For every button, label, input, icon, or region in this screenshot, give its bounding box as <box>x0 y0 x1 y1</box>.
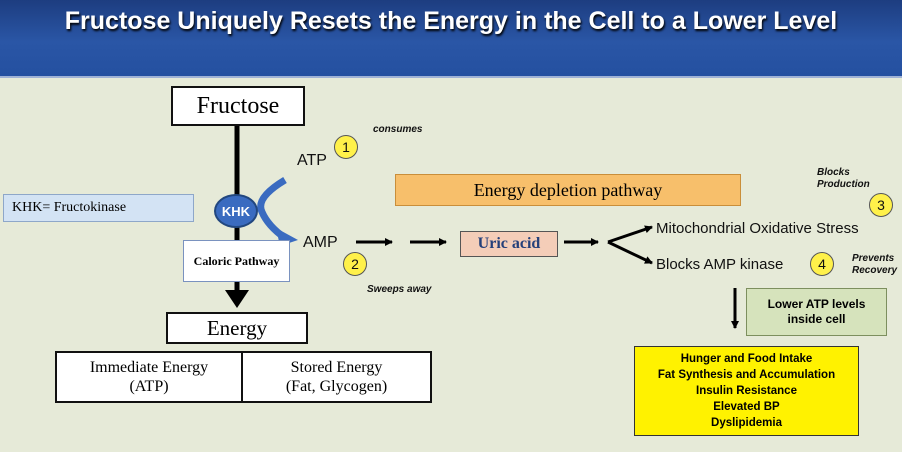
energy-depletion-box: Energy depletion pathway <box>395 174 741 206</box>
fructose-label: Fructose <box>196 92 280 119</box>
effect-item: Insulin Resistance <box>696 385 797 397</box>
khk-label: KHK <box>221 203 251 219</box>
caloric-pathway-label: Caloric Pathway <box>193 253 280 268</box>
uric-acid-box: Uric acid <box>460 231 558 257</box>
consumes-label: consumes <box>373 124 423 135</box>
amp-label: AMP <box>303 234 338 251</box>
health-effects-box: Hunger and Food Intake Fat Synthesis and… <box>634 346 859 436</box>
effect-item: Hunger and Food Intake <box>680 353 813 365</box>
energy-depletion-label: Energy depletion pathway <box>473 179 663 200</box>
energy-label: Energy <box>206 315 268 340</box>
step-badge-2: 2 <box>343 252 367 276</box>
blocks-amp-label: Blocks AMP kinase <box>656 256 784 273</box>
stored-energy-box: Stored Energy (Fat, Glycogen) <box>241 351 432 403</box>
lower-atp-label: Lower ATP levels inside cell <box>767 297 866 326</box>
uric-acid-label: Uric acid <box>477 235 541 252</box>
slide-title: Fructose Uniquely Resets the Energy in t… <box>64 7 838 35</box>
effect-item: Dyslipidemia <box>711 417 782 429</box>
caloric-pathway-box: Caloric Pathway <box>183 240 290 282</box>
fructose-box: Fructose <box>171 86 305 126</box>
khk-enzyme-circle: KHK <box>214 194 258 228</box>
khk-definition-label: KHK= Fructokinase <box>12 200 127 215</box>
mito-stress-label: Mitochondrial Oxidative Stress <box>656 220 859 237</box>
khk-definition-box: KHK= Fructokinase <box>3 194 194 222</box>
step-badge-4: 4 <box>810 252 834 276</box>
title-bar <box>0 0 902 76</box>
step-badge-1: 1 <box>334 135 358 159</box>
effect-item: Elevated BP <box>713 401 780 413</box>
prevents-recovery-label: Prevents Recovery <box>852 253 898 276</box>
effect-item: Fat Synthesis and Accumulation <box>657 369 836 381</box>
energy-down-arrowhead <box>225 290 249 308</box>
lower-atp-box: Lower ATP levels inside cell <box>746 288 887 336</box>
immediate-energy-box: Immediate Energy (ATP) <box>55 351 243 403</box>
energy-box: Energy <box>166 312 308 344</box>
atp-to-amp-curve <box>257 176 288 241</box>
step-badge-3: 3 <box>869 193 893 217</box>
fork-lower-arrow <box>607 240 653 265</box>
stored-energy-label: Stored Energy (Fat, Glycogen) <box>285 359 388 395</box>
atp-label: ATP <box>297 152 327 169</box>
immediate-energy-label: Immediate Energy (ATP) <box>89 359 209 395</box>
title-divider <box>0 76 902 78</box>
sweeps-away-label: Sweeps away <box>367 284 432 295</box>
blocks-production-label: Blocks Production <box>817 167 870 190</box>
fork-upper-arrow <box>607 225 653 244</box>
